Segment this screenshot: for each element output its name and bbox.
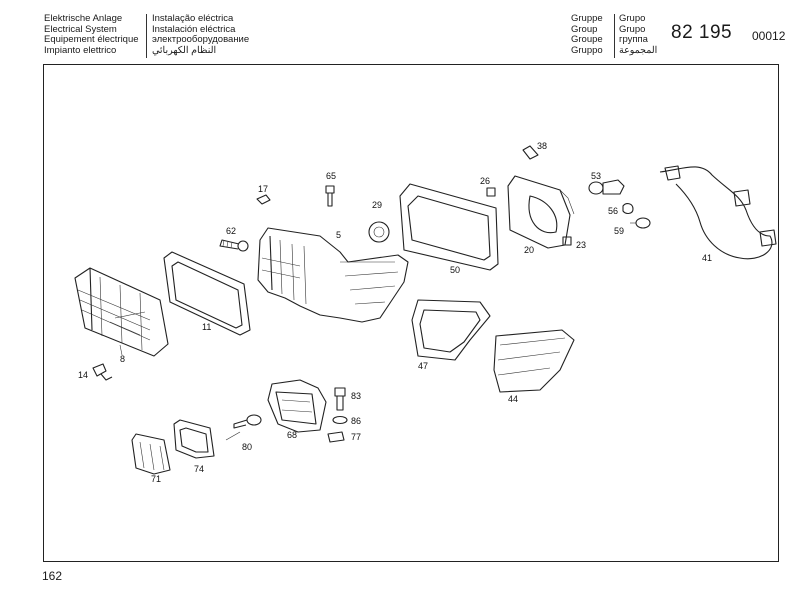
header-text: Elektrische Anlage bbox=[44, 13, 123, 24]
part-71-fog-lens[interactable] bbox=[131, 433, 171, 475]
part-68-fog-lamp[interactable] bbox=[267, 379, 327, 433]
part-83-bolt[interactable] bbox=[334, 387, 346, 411]
callout-label: 83 bbox=[351, 391, 361, 401]
group-label: المجموعة bbox=[619, 44, 658, 56]
document-code: 00012 bbox=[752, 29, 786, 43]
group-label: Grupo bbox=[619, 13, 646, 24]
callout-labels: 38 26 53 65 17 29 56 62 5 20 23 59 41 50… bbox=[78, 141, 712, 484]
callout-label: 59 bbox=[614, 226, 624, 236]
callout-label: 23 bbox=[576, 240, 586, 250]
callout-label: 17 bbox=[258, 184, 268, 194]
header-middle-column: Instalação eléctrica Instalación eléctri… bbox=[152, 13, 250, 56]
group-number: 82 195 bbox=[671, 22, 733, 43]
callout-label: 29 bbox=[372, 200, 382, 210]
header-text: النظام الكهربائي bbox=[152, 44, 217, 56]
header-left-column: Elektrische Anlage Electrical System Equ… bbox=[44, 13, 139, 56]
part-26-plug[interactable] bbox=[486, 187, 496, 197]
callout-label: 11 bbox=[202, 322, 211, 332]
callout-label: 86 bbox=[351, 416, 361, 426]
part-86-washer[interactable] bbox=[332, 415, 348, 425]
part-44-side-marker-lens[interactable] bbox=[493, 329, 575, 393]
part-47-corner-lens[interactable] bbox=[411, 299, 491, 361]
part-77-nut[interactable] bbox=[327, 431, 345, 443]
header-text: Instalación eléctrica bbox=[152, 23, 236, 35]
part-59-bulb[interactable] bbox=[630, 217, 651, 229]
part-62-screw[interactable] bbox=[219, 239, 249, 252]
callout-label: 65 bbox=[326, 171, 336, 181]
callout-label: 62 bbox=[226, 226, 236, 236]
part-41-wiring-harness[interactable] bbox=[659, 165, 777, 260]
callout-label: 20 bbox=[524, 245, 534, 255]
part-5-headlamp-housing[interactable] bbox=[257, 227, 409, 323]
callout-label: 38 bbox=[537, 141, 547, 151]
callout-label: 47 bbox=[418, 361, 428, 371]
group-label: Gruppe bbox=[571, 13, 603, 24]
group-label: Grupo bbox=[619, 23, 646, 35]
part-38-clip[interactable] bbox=[522, 145, 539, 160]
callout-label: 44 bbox=[508, 394, 518, 404]
callout-label: 74 bbox=[194, 464, 204, 474]
part-20-reflector[interactable] bbox=[507, 175, 575, 249]
callout-label: 71 bbox=[151, 474, 161, 484]
group-divider bbox=[614, 14, 615, 58]
part-29-bulb[interactable] bbox=[368, 221, 390, 243]
header-text: Impianto elettrico bbox=[44, 44, 117, 56]
part-53-headlamp-bulb[interactable] bbox=[588, 179, 625, 195]
part-56-bulb[interactable] bbox=[622, 203, 634, 214]
page-number: 162 bbox=[42, 569, 63, 583]
part-8-headlamp-lens[interactable] bbox=[74, 267, 169, 357]
callout-label: 56 bbox=[608, 206, 618, 216]
group-label: Groupe bbox=[571, 34, 603, 46]
header-divider bbox=[146, 14, 147, 58]
group-label: группа bbox=[619, 34, 648, 46]
header-text: Instalação eléctrica bbox=[152, 13, 234, 24]
diagram-frame bbox=[43, 64, 779, 562]
callout-label: 68 bbox=[287, 430, 297, 440]
part-23-nut[interactable] bbox=[562, 236, 572, 246]
callout-label: 50 bbox=[450, 265, 460, 275]
callout-label: 77 bbox=[351, 432, 361, 442]
callout-label: 53 bbox=[591, 171, 601, 181]
group-labels-2: Grupo Grupo группа المجموعة bbox=[619, 13, 658, 56]
part-65-bolt[interactable] bbox=[325, 185, 335, 207]
header-text: Electrical System bbox=[44, 23, 117, 35]
callout-label: 5 bbox=[336, 230, 341, 240]
group-label: Gruppo bbox=[571, 44, 603, 56]
part-17-bracket[interactable] bbox=[256, 194, 271, 205]
part-74-gasket[interactable] bbox=[173, 419, 215, 459]
header-text: электрооборудование bbox=[152, 34, 250, 46]
part-50-headlamp-frame[interactable] bbox=[399, 183, 499, 271]
callout-label: 26 bbox=[480, 176, 490, 186]
callout-label: 80 bbox=[242, 442, 252, 452]
header-text: Equipement électrique bbox=[44, 34, 139, 46]
group-label: Group bbox=[571, 23, 598, 35]
part-14-clip[interactable] bbox=[92, 363, 113, 381]
part-11-gasket[interactable] bbox=[163, 251, 251, 336]
part-80-bulb[interactable] bbox=[225, 414, 262, 441]
callout-label: 14 bbox=[78, 370, 88, 380]
callout-label: 41 bbox=[702, 253, 712, 263]
callout-label: 8 bbox=[120, 354, 125, 364]
group-labels: Gruppe Group Groupe Gruppo bbox=[571, 13, 603, 56]
